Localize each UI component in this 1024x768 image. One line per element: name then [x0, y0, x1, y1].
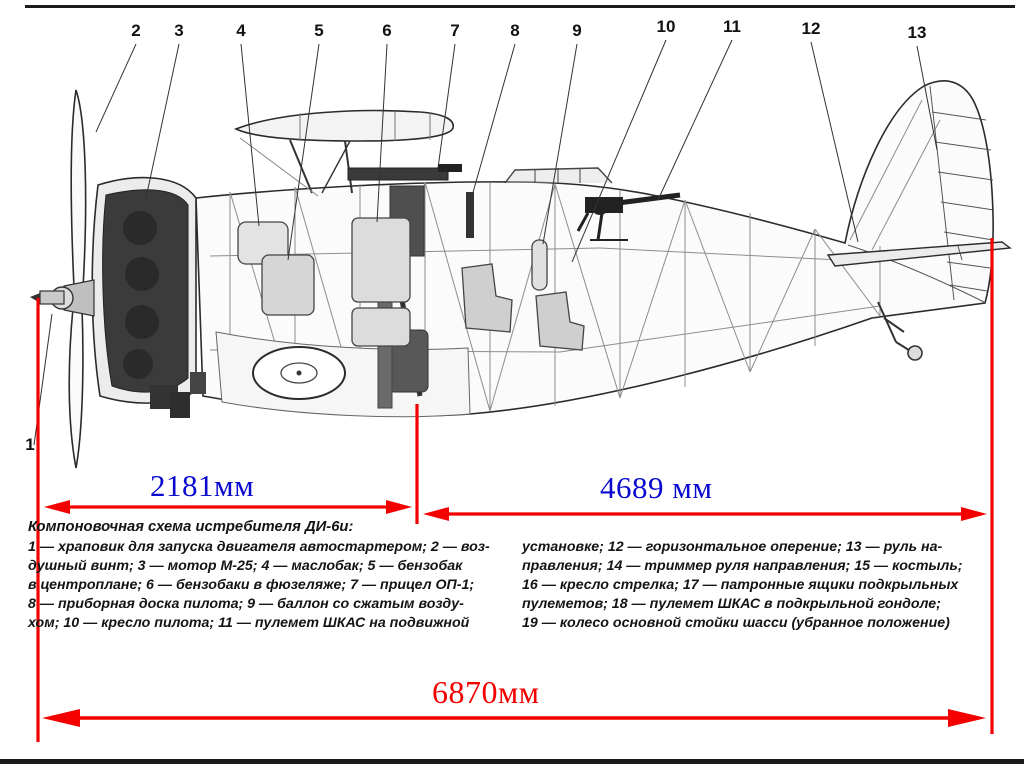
callout-2: 2 [131, 21, 141, 40]
main-wheel [252, 346, 346, 400]
legend-left-column: Компоновочная схема истребителя ДИ-6и: 1… [28, 518, 510, 633]
callout-12: 12 [801, 19, 821, 38]
gunner-seat [535, 291, 585, 351]
callout-1: 1 [25, 435, 35, 454]
callout-7: 7 [450, 21, 460, 40]
callout-8: 8 [510, 21, 520, 40]
legend-line: в центроплане; 6 — бензобаки в фюзеляже;… [28, 577, 475, 593]
engine [91, 176, 206, 418]
leader-lines [33, 39, 938, 446]
gunsight-op1 [347, 164, 462, 181]
dimension-front-label: 2181мм [150, 468, 255, 503]
callout-11: 11 [723, 17, 741, 36]
callout-5: 5 [314, 21, 324, 40]
instrument-panel [466, 192, 474, 238]
legend-line: душный винт; 3 — мотор М-25; 4 — маслоба… [28, 558, 463, 574]
page-borders [0, 5, 1024, 764]
callout-10: 10 [656, 17, 676, 36]
dimension-lines [36, 238, 994, 742]
callout-6: 6 [382, 21, 392, 40]
legend-line: хом; 10 — кресло пилота; 11 — пулемет ШК… [28, 615, 470, 631]
horizontal-stabilizer [826, 241, 1012, 267]
compressed-air-bottle [531, 239, 548, 291]
rudder-ribs [929, 85, 995, 301]
cockpit-canopy [504, 167, 613, 184]
legend-line: 16 — кресло стрелка; 17 — патронные ящик… [522, 577, 959, 593]
legend-line: пулеметов; 18 — пулемет ШКАС в подкрыльн… [522, 596, 941, 612]
callout-3: 3 [174, 21, 184, 40]
callout-4: 4 [236, 21, 246, 40]
dimension-total-label: 6870мм [432, 674, 540, 710]
pilot-seat [461, 263, 513, 333]
callout-9: 9 [572, 21, 582, 40]
legend-right-column: установке; 12 — горизонтальное оперение;… [522, 538, 1012, 633]
callout-13: 13 [907, 23, 927, 42]
tail-skid [877, 301, 923, 361]
legend-line: правления; 14 — триммер руля направления… [522, 558, 963, 574]
propeller [30, 89, 95, 469]
legend-line: 8 — приборная доска пилота; 9 — баллон с… [28, 596, 464, 612]
legend-line: 19 — колесо основной стойки шасси (убран… [522, 615, 950, 631]
legend-line: установке; 12 — горизонтальное оперение;… [522, 539, 943, 555]
center-section-fuel-tank [261, 254, 315, 316]
dimension-rear-label: 4689 мм [600, 470, 713, 505]
legend-title: Компоновочная схема истребителя ДИ-6и: [28, 519, 354, 535]
legend-line: 1 — храповик для запуска двигателя автос… [28, 539, 490, 555]
fuselage-fuel-tanks [351, 217, 411, 347]
